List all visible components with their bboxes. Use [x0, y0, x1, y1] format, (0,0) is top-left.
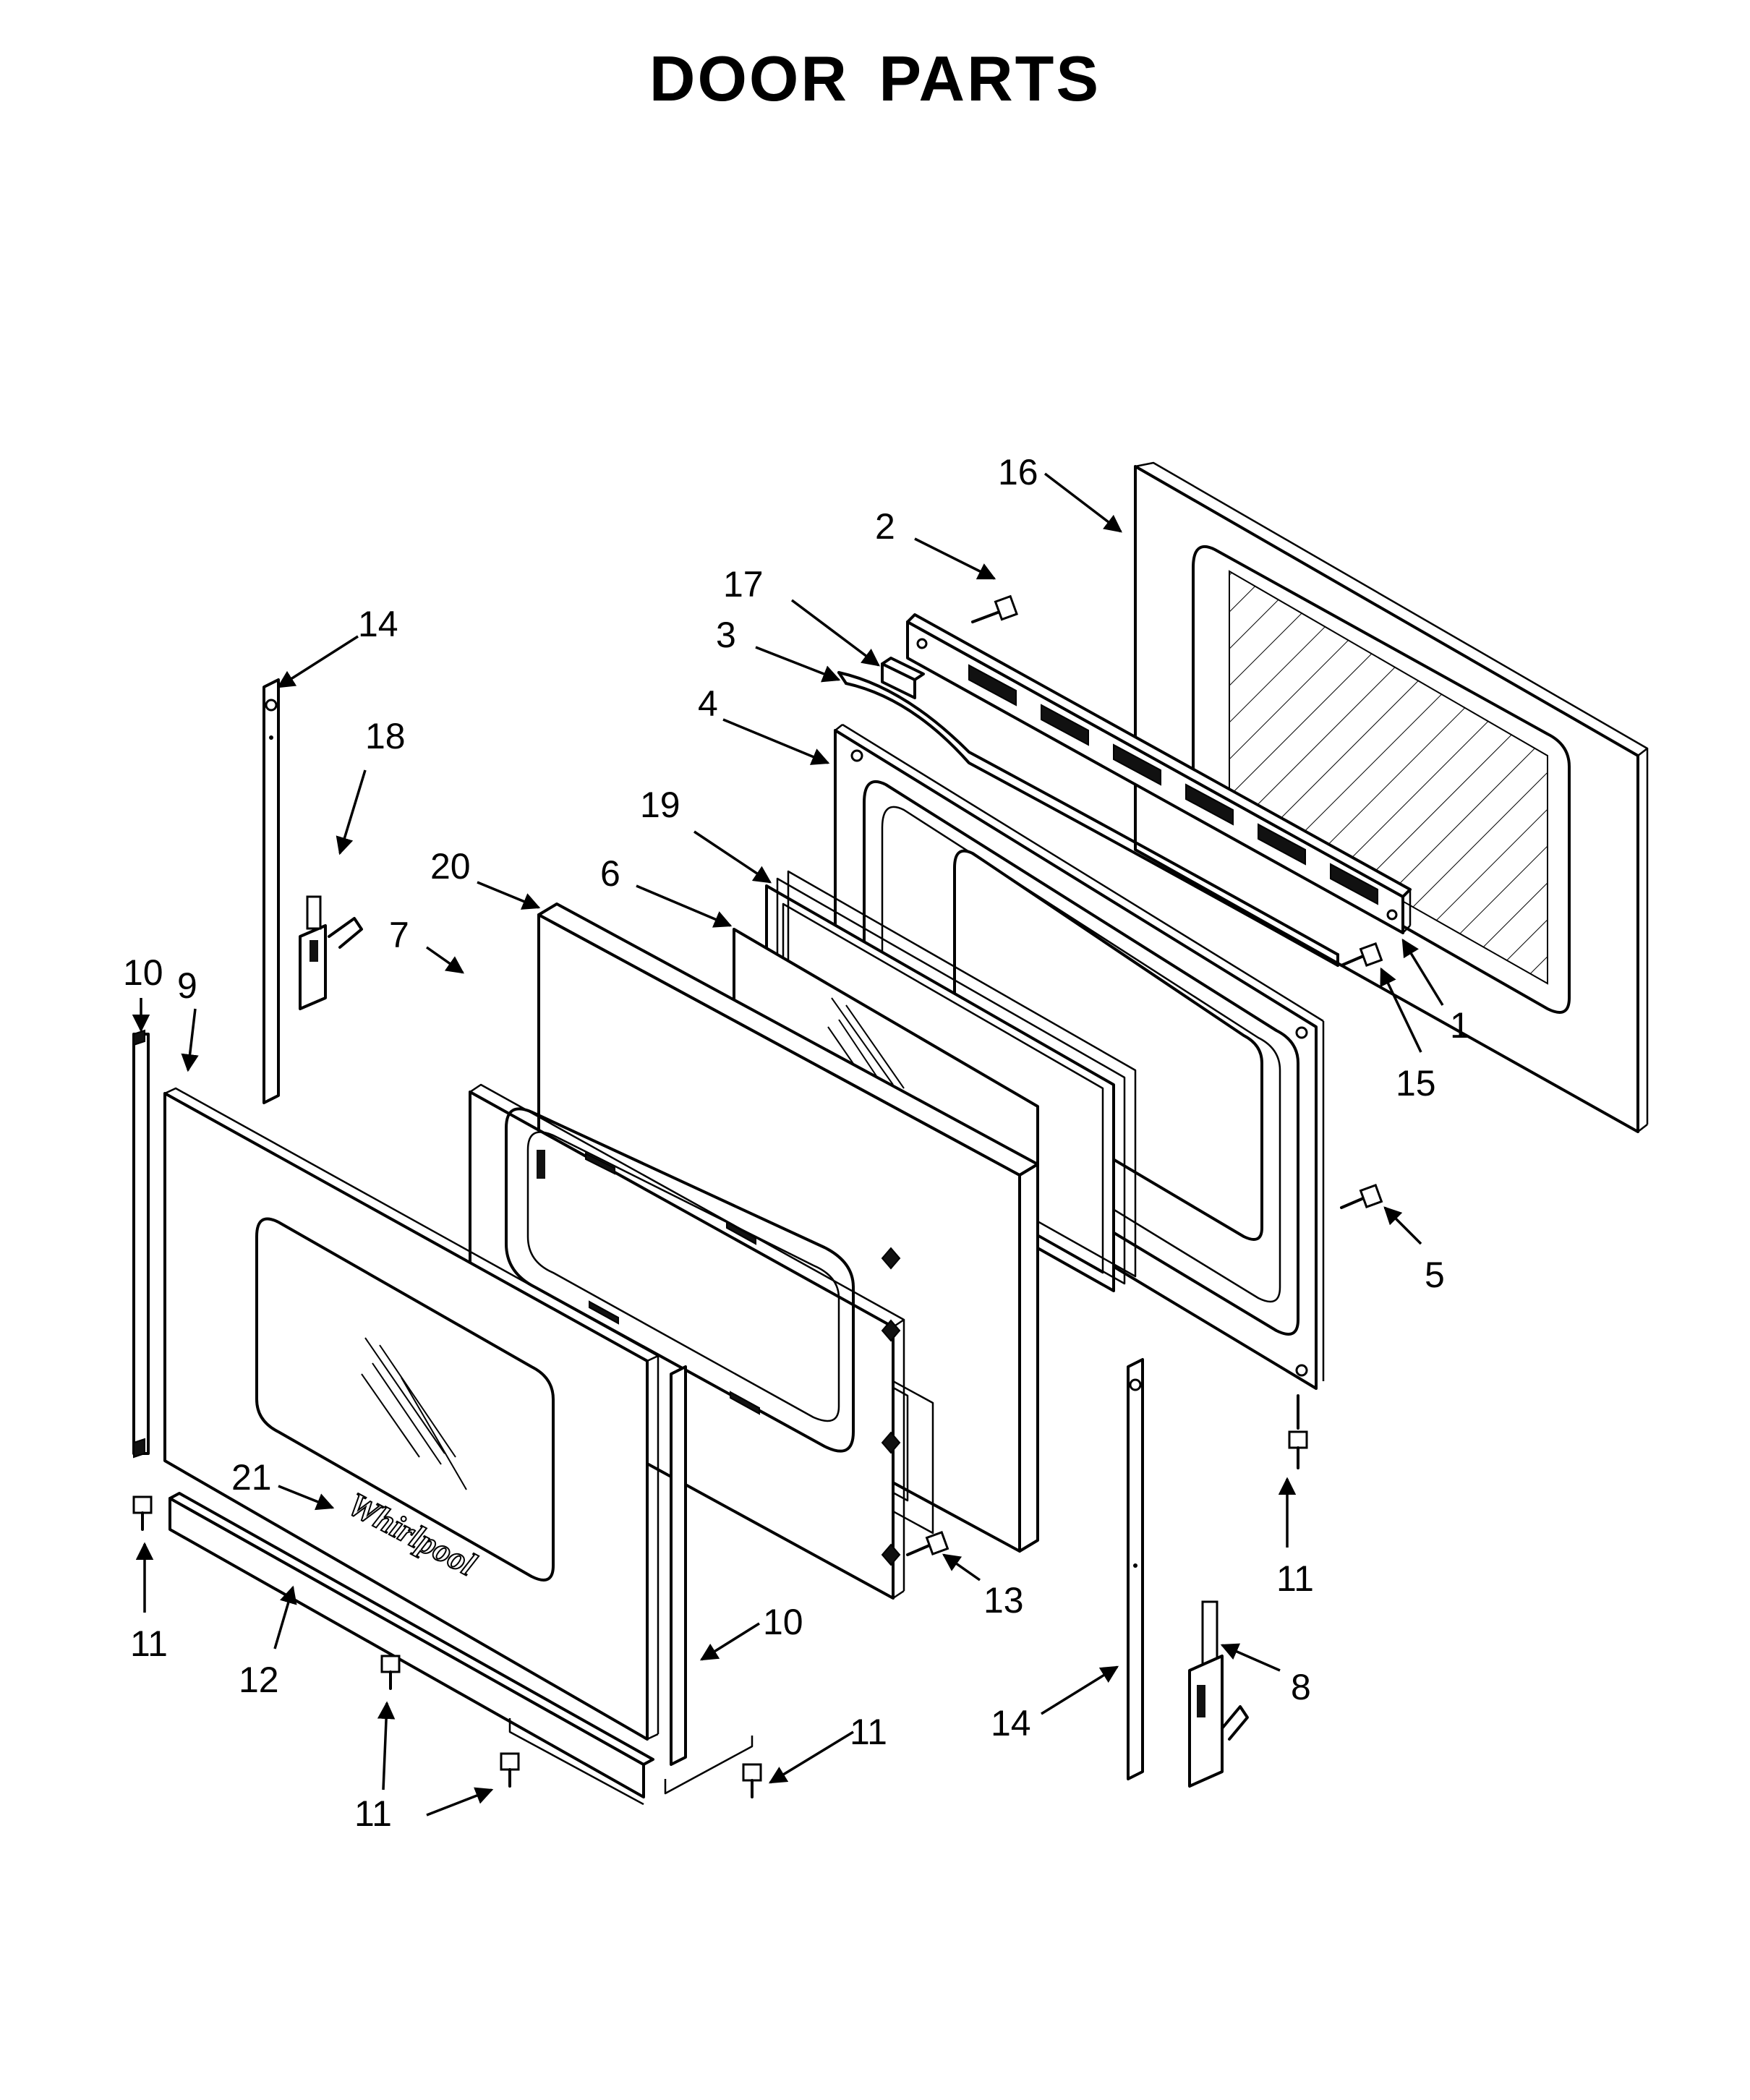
hinge-left: [299, 895, 363, 1010]
callout-10-right: 10: [763, 1602, 803, 1642]
callout-15: 15: [1396, 1063, 1436, 1104]
vent-trim: [906, 613, 1412, 934]
callout-labels: 1 2 3 4 5 6 7 8 9 10 10 11 11 11 11 11 1…: [123, 452, 1470, 1834]
callout-11-right: 11: [1276, 1558, 1314, 1599]
leader-lines: [132, 472, 1444, 1817]
callout-1: 1: [1450, 1005, 1470, 1046]
outer-door-panel: [163, 1087, 660, 1741]
screw-11-left: [132, 1495, 153, 1531]
screw-13: [906, 1531, 949, 1556]
callout-3: 3: [716, 615, 736, 655]
screw-11-bottom-left: [500, 1752, 520, 1788]
callout-21: 21: [231, 1457, 272, 1498]
callout-4: 4: [698, 683, 718, 724]
callout-18: 18: [365, 716, 406, 756]
screw-2: [971, 594, 1018, 623]
callout-13: 13: [983, 1580, 1024, 1621]
inner-door-liner: [1134, 461, 1649, 1133]
page-title: DOOR PARTS: [649, 43, 1101, 114]
callout-11-bottom: 11: [354, 1793, 392, 1834]
screw-11-bottom-center: [380, 1655, 401, 1690]
hinge-right: [1188, 1600, 1249, 1788]
callout-11-bottom-right: 11: [850, 1712, 887, 1752]
callout-5: 5: [1425, 1255, 1445, 1295]
screw-15: [1340, 942, 1383, 967]
door-frame: [834, 723, 1325, 1390]
inner-door-panel: [469, 1083, 905, 1600]
hinge-channel-left: [262, 678, 280, 1104]
callout-7: 7: [389, 915, 409, 955]
callout-14-left: 14: [358, 604, 398, 644]
callout-11-left: 11: [130, 1623, 168, 1664]
callout-16: 16: [998, 452, 1038, 492]
bottom-trim: [168, 1492, 654, 1806]
callout-12: 12: [239, 1660, 279, 1700]
side-trim-right: [664, 1365, 754, 1795]
screw-5: [1340, 1184, 1383, 1209]
callout-17: 17: [723, 564, 764, 605]
callout-2: 2: [875, 506, 895, 547]
callout-10-left: 10: [123, 952, 163, 993]
callout-6: 6: [600, 853, 620, 894]
callout-19: 19: [640, 785, 680, 825]
screw-11-right: [1288, 1394, 1308, 1469]
screw-11-bottom-right: [742, 1763, 762, 1798]
side-trim-left: [132, 1029, 150, 1459]
callout-20: 20: [430, 846, 471, 887]
hinge-channel-right: [1127, 1358, 1144, 1780]
callout-8: 8: [1291, 1667, 1311, 1707]
callout-9: 9: [177, 965, 197, 1006]
callout-14-right: 14: [991, 1703, 1031, 1743]
vent-clip: [881, 657, 925, 699]
